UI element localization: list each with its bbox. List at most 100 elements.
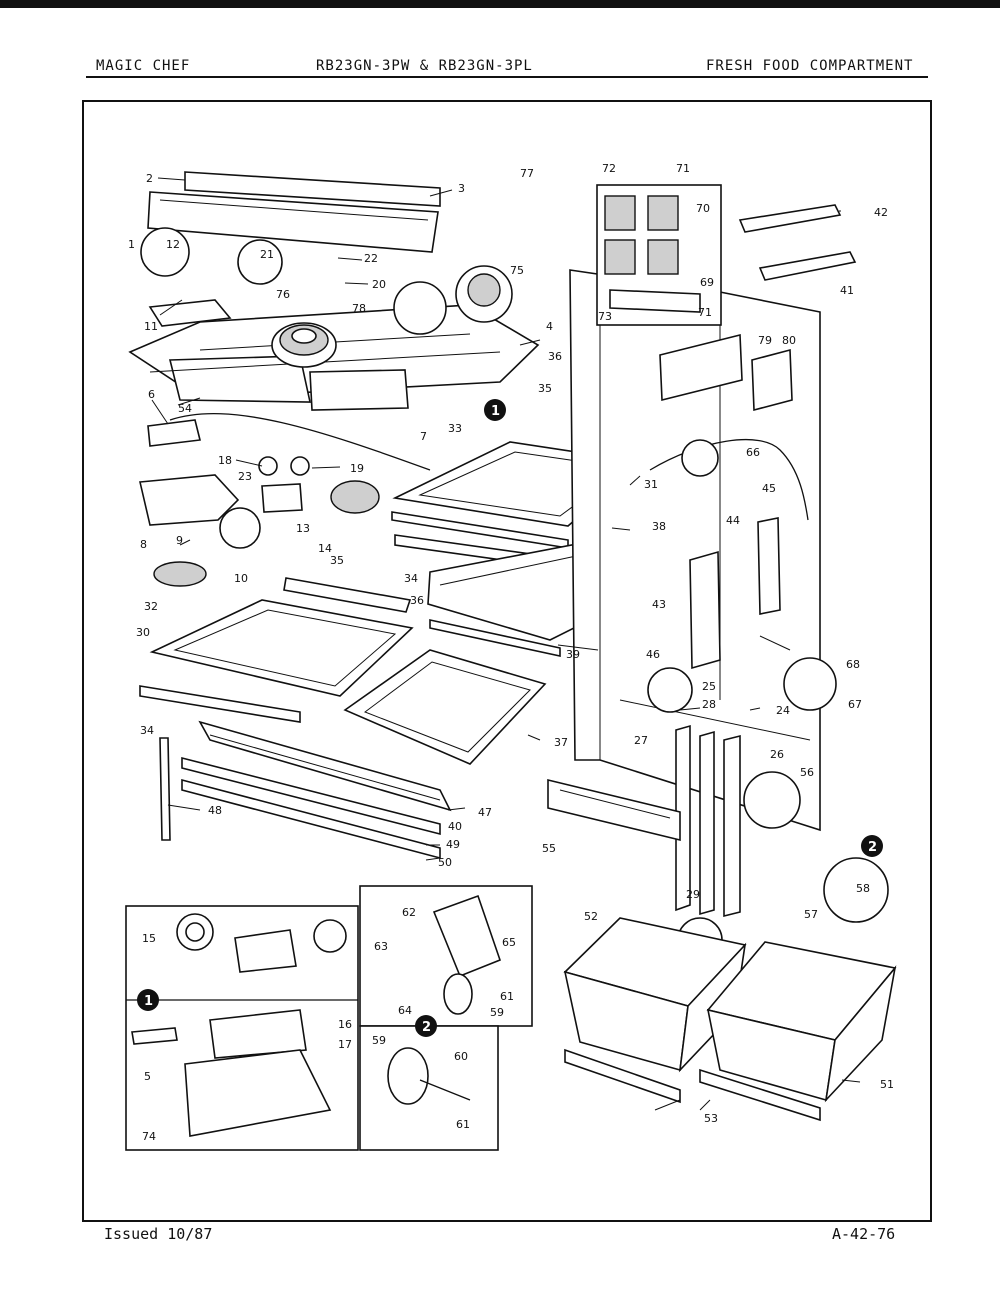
header-model: RB23GN-3PW & RB23GN-3PL [316, 58, 533, 74]
part-label-30: 30 [136, 626, 150, 639]
stand-off-callout-circles [484, 399, 883, 857]
part-label-52: 52 [584, 910, 598, 923]
part-label-59: 59 [490, 1006, 504, 1019]
callout-1-main: 1 [491, 404, 500, 419]
part-label-9: 9 [176, 534, 183, 547]
part-label-23: 23 [238, 470, 252, 483]
part-label-20: 20 [372, 278, 386, 291]
part-label-58: 58 [856, 882, 870, 895]
part-label-13: 13 [296, 522, 310, 535]
part-number-labels: 2 3 1 12 21 22 20 11 76 78 75 77 4 6 54 … [128, 162, 894, 1143]
part-label-17: 17 [338, 1038, 352, 1051]
part-label-55: 55 [542, 842, 556, 855]
inset-panel-1 [125, 905, 359, 1151]
part-label-39: 39 [566, 648, 580, 661]
part-label-7: 7 [420, 430, 427, 443]
part-label-60: 60 [454, 1050, 468, 1063]
part-label-3: 3 [458, 182, 465, 195]
part-label-75: 75 [510, 264, 524, 277]
part-label-21: 21 [260, 248, 274, 261]
left-trim-rod [159, 737, 171, 841]
part-label-1: 1 [128, 238, 135, 251]
crisper-cover-and-pan [181, 649, 547, 860]
part-label-31: 31 [644, 478, 658, 491]
wire-harness [147, 413, 431, 471]
part-label-36: 36 [548, 350, 562, 363]
part-label-5: 5 [144, 1070, 151, 1083]
part-label-74: 74 [142, 1130, 156, 1143]
part-label-69: 69 [700, 276, 714, 289]
control-panel-plate [659, 333, 793, 412]
part-label-10: 10 [234, 572, 248, 585]
part-label-54: 54 [178, 402, 192, 415]
header-brand: MAGIC CHEF [96, 58, 191, 74]
part-label-28: 28 [702, 698, 716, 711]
part-label-61b: 61 [456, 1118, 470, 1131]
part-label-43: 43 [652, 598, 666, 611]
part-label-34b: 34 [140, 724, 154, 737]
part-label-34: 34 [404, 572, 418, 585]
part-label-47: 47 [478, 806, 492, 819]
part-label-67: 67 [848, 698, 862, 711]
part-label-76: 76 [276, 288, 290, 301]
part-label-72: 72 [602, 162, 616, 175]
part-label-6: 6 [148, 388, 155, 401]
part-label-73: 73 [598, 310, 612, 323]
part-label-51: 51 [880, 1078, 894, 1091]
callout-1-inset: 1 [144, 994, 153, 1009]
light-shield-and-bulb [139, 456, 380, 587]
header-rule [86, 76, 928, 78]
top-trim-pieces [738, 204, 857, 281]
part-label-45: 45 [762, 482, 776, 495]
part-label-65: 65 [502, 936, 516, 949]
footer-issued: Issued 10/87 [104, 1225, 213, 1243]
part-label-53: 53 [704, 1112, 718, 1125]
diagram-frame [82, 100, 932, 1222]
shelf-supports [675, 517, 781, 918]
part-label-32: 32 [144, 600, 158, 613]
part-label-57: 57 [804, 908, 818, 921]
part-label-19: 19 [350, 462, 364, 475]
part-label-59b: 59 [372, 1034, 386, 1047]
part-label-15: 15 [142, 932, 156, 945]
inset-panel-2 [359, 885, 533, 1151]
part-label-63: 63 [374, 940, 388, 953]
part-label-42: 42 [874, 206, 888, 219]
part-label-62: 62 [402, 906, 416, 919]
part-label-38: 38 [652, 520, 666, 533]
part-label-78: 78 [352, 302, 366, 315]
drawer-rails [564, 1048, 821, 1122]
part-label-35b: 35 [330, 554, 344, 567]
part-label-22: 22 [364, 252, 378, 265]
part-label-2: 2 [146, 172, 153, 185]
top-black-bar [0, 0, 1000, 8]
detail-circles-top [140, 227, 513, 335]
part-label-27: 27 [634, 734, 648, 747]
crisper-drawer-right [706, 941, 897, 1103]
part-label-71: 71 [676, 162, 690, 175]
part-label-16: 16 [338, 1018, 352, 1031]
air-diffuser-detail-box [596, 184, 722, 326]
part-label-49: 49 [446, 838, 460, 851]
header-section: FRESH FOOD COMPARTMENT [706, 58, 914, 74]
part-label-33: 33 [448, 422, 462, 435]
part-label-77: 77 [520, 167, 534, 180]
part-label-37: 37 [554, 736, 568, 749]
part-label-66: 66 [746, 446, 760, 459]
part-label-46: 46 [646, 648, 660, 661]
light-socket-bracket [148, 299, 232, 327]
part-label-41: 41 [840, 284, 854, 297]
footer-page-code: A-42-76 [832, 1225, 896, 1243]
part-label-11: 11 [144, 320, 158, 333]
callout-numbers: 1 2 1 2 [144, 404, 877, 1035]
part-label-24: 24 [776, 704, 790, 717]
part-label-48: 48 [208, 804, 222, 817]
part-label-80: 80 [782, 334, 796, 347]
callout-2-main: 2 [868, 840, 877, 855]
callout-2-inset: 2 [422, 1020, 431, 1035]
lower-glass-shelf [139, 577, 414, 723]
part-label-56: 56 [800, 766, 814, 779]
part-label-36b: 36 [410, 594, 424, 607]
part-label-8: 8 [140, 538, 147, 551]
part-label-68: 68 [846, 658, 860, 671]
